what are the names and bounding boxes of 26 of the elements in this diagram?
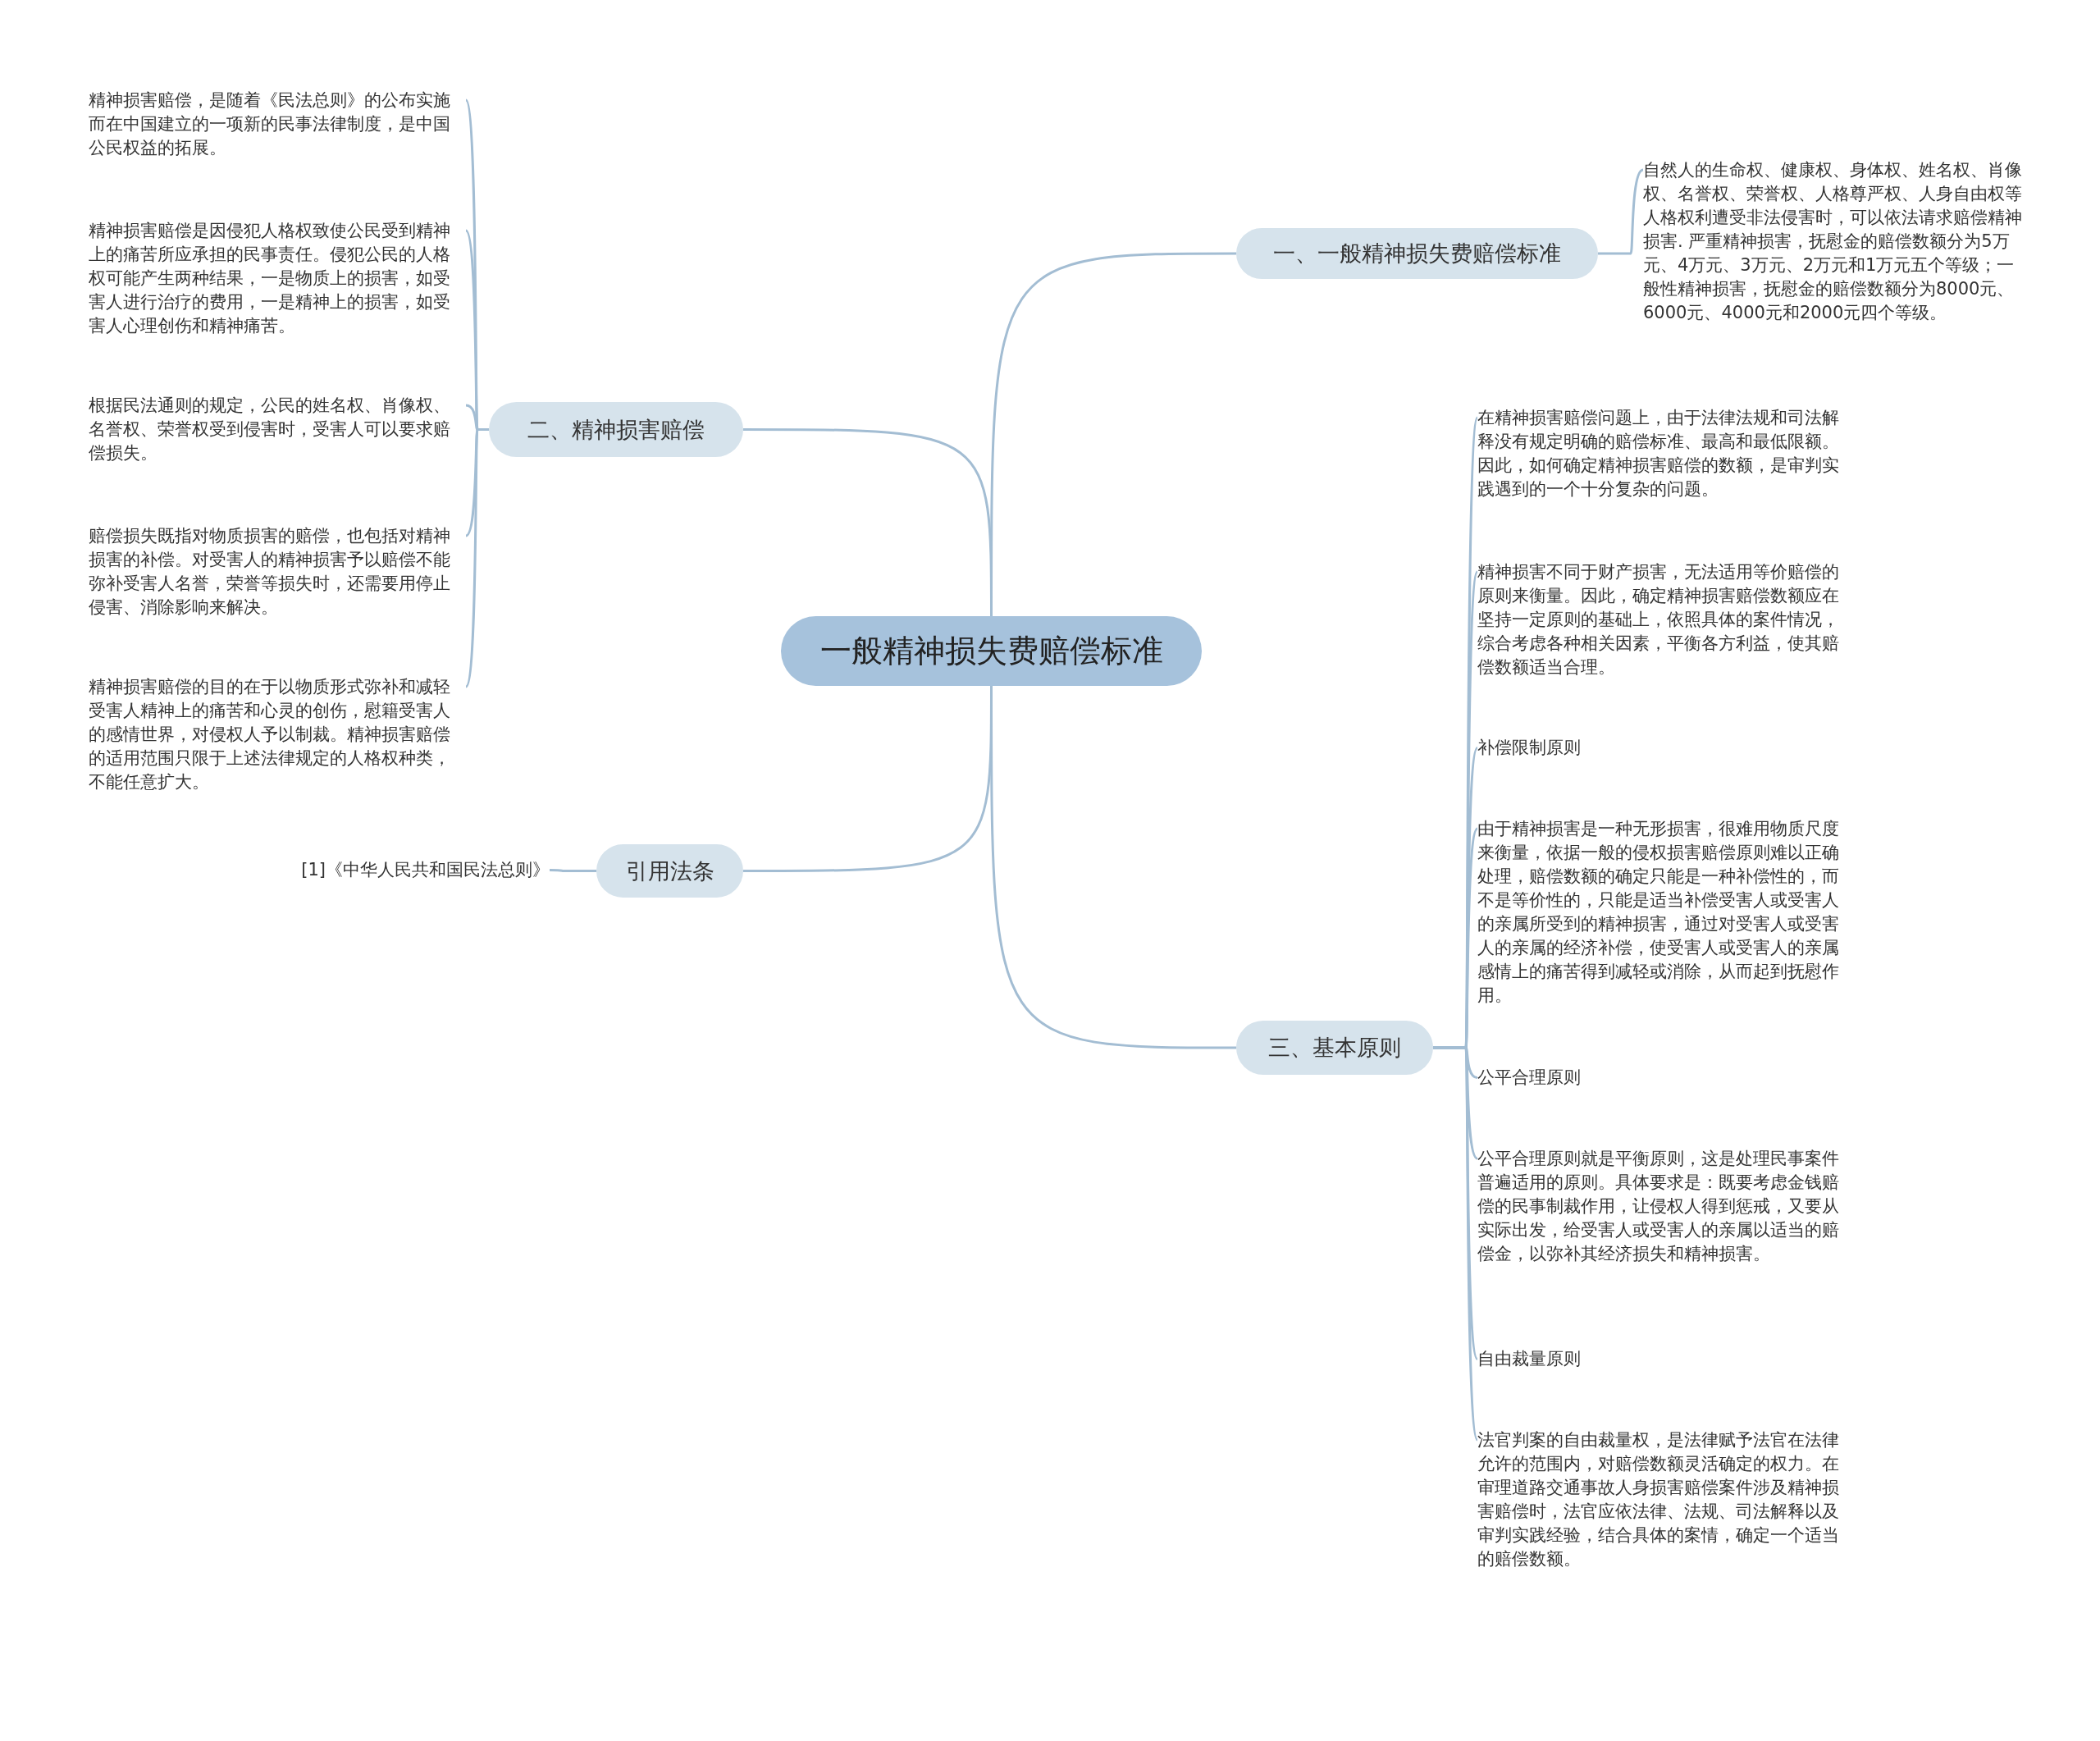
note-text: 自然人的生命权、健康权、身体权、姓名权、肖像权、名誉权、荣誉权、人格尊严权、人身自由权等人格权利遭受非法侵害时，可以依法请求赔偿精神损害. 严重精神损害，抚慰金的赔偿数额分为5万元、4万元、3万元、2万元和1万元五个等级；一般性精神损害，抚慰金的赔偿数额分为8000元、6000元、4000元和2000元四个等级。 [1643,158,2025,325]
topic-pill: 一、一般精神损失费赔偿标准 [1236,228,1598,279]
connector [1433,1046,1479,1441]
note-text: 由于精神损害是一种无形损害，很难用物质尺度来衡量，依据一般的侵权损害赔偿原则难以正确处理，赔偿数额的确定只能是一种补偿性的，而不是等价性的，只能是适当补偿受害人或受害人的亲属所受到的精神损害，通过对受害人或受害人的亲属的经济补偿，使受害人或受害人的亲属感情上的痛苦得到减轻或消除，从而起到抚慰作用。 [1477,817,1851,1008]
central-topic-pill: 一般精神损失费赔偿标准 [781,616,1202,686]
note-text: 精神损害赔偿的目的在于以物质形式弥补和减轻受害人精神上的痛苦和心灵的创伤，慰籍受害人的感情世界，对侵权人予以制裁。精神损害赔偿的适用范围只限于上述法律规定的人格权种类，不能任意扩大。 [89,675,466,794]
citation-text: [1]《中华人民共和国民法总则》 [246,858,550,882]
connector [743,686,993,872]
connector [1598,168,1644,255]
note-text: 在精神损害赔偿问题上，由于法律法规和司法解释没有规定明确的赔偿标准、最高和最低限额。因此，如何确定精神损害赔偿的数额，是审判实践遇到的一个十分复杂的问题。 [1477,406,1851,501]
note-text: 精神损害不同于财产损害，无法适用等价赔偿的原则来衡量。因此，确定精神损害赔偿数额应在坚持一定原则的基础上，依照具体的案件情况，综合考虑各种相关因素，平衡各方利益，使其赔偿数额适当合理。 [1477,560,1851,679]
connector [464,428,489,688]
note-text: 公平合理原则 [1477,1066,1851,1090]
note-text: 公平合理原则就是平衡原则，这是处理民事案件普遍适用的原则。具体要求是：既要考虑金钱赔偿的民事制裁作用，让侵权人得到惩戒，又要从实际出发，给受害人或受害人的亲属以适当的赔偿金，以弥补其经济损失和精神损害。 [1477,1147,1851,1266]
note-text: 法官判案的自由裁量权，是法律赋予法官在法律允许的范围内，对赔偿数额灵活确定的权力。在审理道路交通事故人身损害赔偿案件涉及精神损害赔偿时，法官应依法律、法规、司法解释以及审判实践经验，结合具体的案情，确定一个适当的赔偿数额。 [1477,1428,1851,1571]
connector [743,428,993,616]
note-text: 精神损害赔偿是因侵犯人格权致使公民受到精神上的痛苦所应承担的民事责任。侵犯公民的人格权可能产生两种结果，一是物质上的损害，如受害人进行治疗的费用，一是精神上的损害，如受害人心理创伤和精神痛苦。 [89,219,466,338]
topic-pill: 引用法条 [596,844,743,898]
topic-pill: 二、精神损害赔偿 [489,402,743,457]
topic-pill: 三、基本原则 [1236,1021,1433,1075]
note-text: 根据民法通则的规定，公民的姓名权、肖像权、名誉权、荣誉权受到侵害时，受害人可以要求赔偿损失。 [89,394,466,465]
note-text: 自由裁量原则 [1477,1347,1851,1371]
note-text: 精神损害赔偿，是随着《民法总则》的公布实施而在中国建立的一项新的民事法律制度，是中国公民权益的拓展。 [89,89,466,160]
note-text: 赔偿损失既指对物质损害的赔偿，也包括对精神损害的补偿。对受害人的精神损害予以赔偿不能弥补受害人名誉，荣誉等损失时，还需要用停止侵害、消除影响来解决。 [89,524,466,619]
note-text: 补偿限制原则 [1477,736,1851,760]
connector [550,869,596,872]
